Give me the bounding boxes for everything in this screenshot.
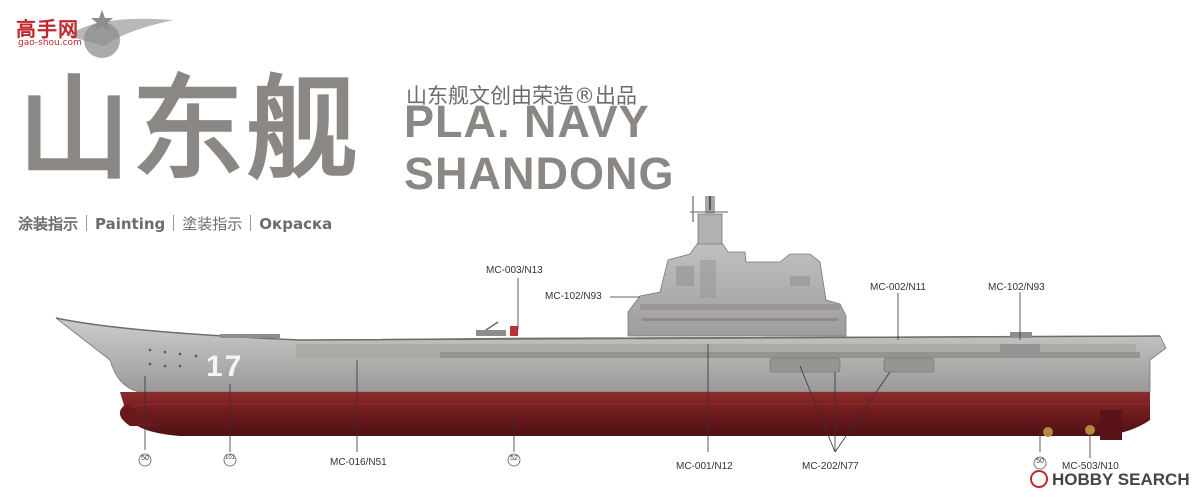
painting-instructions-row: 涂装指示 Painting 塗装指示 Окраска xyxy=(18,213,332,234)
divider xyxy=(250,215,252,231)
callout-circle-50-bow: 50 xyxy=(141,455,149,462)
hull-number: 17 xyxy=(206,350,244,383)
callout-circle-50-stern: 50 xyxy=(1036,458,1044,465)
callout-mc102-stern: MC-102/N93 xyxy=(988,282,1045,293)
hobby-search-logo-icon xyxy=(1030,470,1048,488)
title-english-line2: SHANDONG xyxy=(404,148,675,199)
painting-label-ru: Окраска xyxy=(259,215,333,233)
divider xyxy=(86,215,88,231)
watermark-logo: 高手网 gao-shou.com xyxy=(6,6,176,68)
callout-mc002: MC-002/N11 xyxy=(870,282,926,293)
callout-mc102-island: MC-102/N93 xyxy=(545,291,602,302)
callout-mc003: MC-003/N13 xyxy=(486,265,543,276)
title-chinese: 山东舰 xyxy=(18,65,360,195)
painting-label-en: Painting xyxy=(95,215,166,233)
callout-circle-101: 101 xyxy=(224,455,235,461)
callout-mc503: MC-503/N10 xyxy=(1062,461,1119,472)
title-english-line1: PLA. NAVY xyxy=(404,96,650,147)
callout-mc016: MC-016/N51 xyxy=(330,457,387,468)
divider xyxy=(173,215,175,231)
painting-label-cn: 涂装指示 xyxy=(18,215,79,233)
hobby-search-text: HOBBY SEARCH xyxy=(1052,470,1190,489)
watermark-url: gao-shou.com xyxy=(18,38,82,48)
callout-circle-52: 52 xyxy=(510,455,518,462)
subtitle-chinese: 山东舰文创由荣造®出品 xyxy=(406,84,637,108)
hobby-search-brand: HOBBY SEARCH xyxy=(1030,470,1190,490)
callout-mc202: MC-202/N77 xyxy=(802,461,859,472)
callout-mc001: MC-001/N12 xyxy=(676,461,733,472)
watermark-text: 高手网 xyxy=(16,17,79,41)
painting-label-jp: 塗装指示 xyxy=(182,215,243,233)
island-superstructure xyxy=(627,196,847,337)
